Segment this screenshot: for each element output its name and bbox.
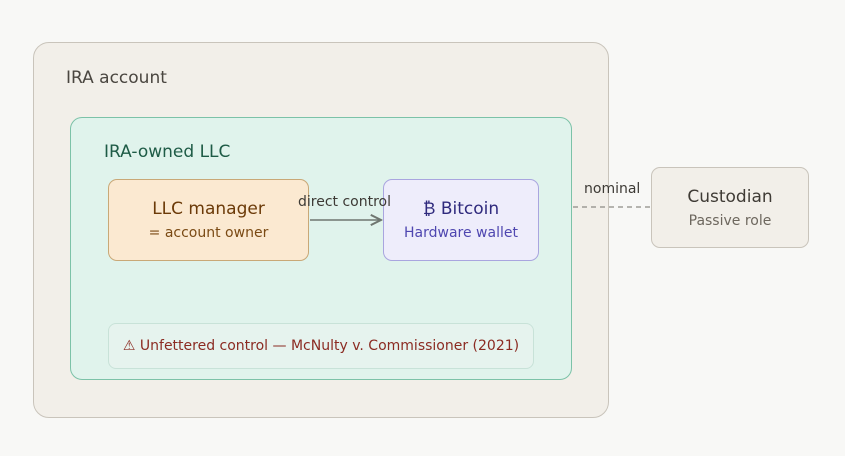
custodian-node: Custodian Passive role [651, 167, 809, 248]
bitcoin-node: ₿ Bitcoin Hardware wallet [383, 179, 539, 261]
llc-manager-node: LLC manager = account owner [108, 179, 309, 261]
ira-account-title: IRA account [66, 68, 167, 88]
custodian-label: Custodian [687, 186, 773, 207]
warning-text: ⚠ Unfettered control — McNulty v. Commis… [122, 338, 520, 354]
llc-title: IRA-owned LLC [104, 142, 231, 162]
custodian-sublabel: Passive role [688, 212, 772, 229]
direct-control-label: direct control [298, 194, 392, 210]
warning-note: ⚠ Unfettered control — McNulty v. Commis… [108, 323, 534, 369]
llc-manager-sublabel: = account owner [148, 225, 269, 241]
bitcoin-label: ₿ Bitcoin [422, 199, 500, 219]
bitcoin-sublabel: Hardware wallet [404, 225, 518, 241]
llc-manager-label: LLC manager [152, 199, 265, 219]
nominal-label: nominal [584, 181, 641, 197]
